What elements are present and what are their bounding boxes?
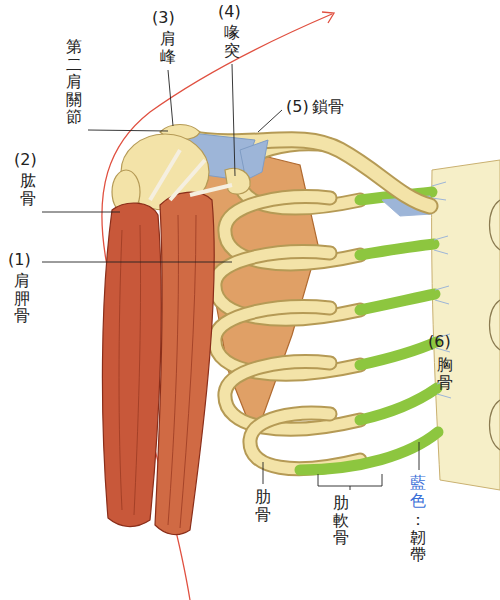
part-label: 鎖骨 [312,97,344,116]
leader-line [168,70,173,126]
part-label: 喙突 [224,24,240,59]
cartilage [360,342,436,365]
leader-line [88,130,168,131]
part-label: 肱骨 [20,172,36,207]
leader-line [42,262,232,263]
callout-number: (3) [152,8,175,27]
leader-line [419,442,420,470]
part-label: 肋軟骨 [333,494,349,547]
bracket [318,474,382,490]
leader-line [232,64,235,176]
part-label: 胸骨 [437,356,453,391]
ribs [215,144,360,469]
part-label: 肩峰 [160,30,176,65]
cartilage [360,388,437,420]
body-outline-tip [322,12,334,23]
cartilage [300,432,438,470]
color-key: ：韌帶 [410,511,426,564]
sternum-edge [490,200,500,450]
rib [250,413,360,469]
callout-number: (4) [218,2,241,21]
callout-number: (6) [428,332,451,351]
leader-lines [42,64,419,490]
cartilage [360,294,435,310]
sternum [432,160,500,490]
callout-number: (1) [8,250,31,269]
muscle [102,203,161,527]
part-label: 肩胛骨 [14,272,30,325]
part-label: 肋骨 [255,488,271,523]
costal-cartilage [300,192,438,470]
muscle [155,192,214,534]
rib [250,413,360,469]
leader-line [258,110,282,132]
leader-line [263,462,264,484]
callout-number: (2) [14,150,37,169]
coracoid [225,168,250,194]
callout-number: (5) [286,97,309,116]
leader-line [42,212,120,213]
cartilage [360,244,434,255]
tendon [150,150,232,200]
part-label: 第二肩關節 [66,38,82,126]
color-key: 藍色 [410,474,426,509]
